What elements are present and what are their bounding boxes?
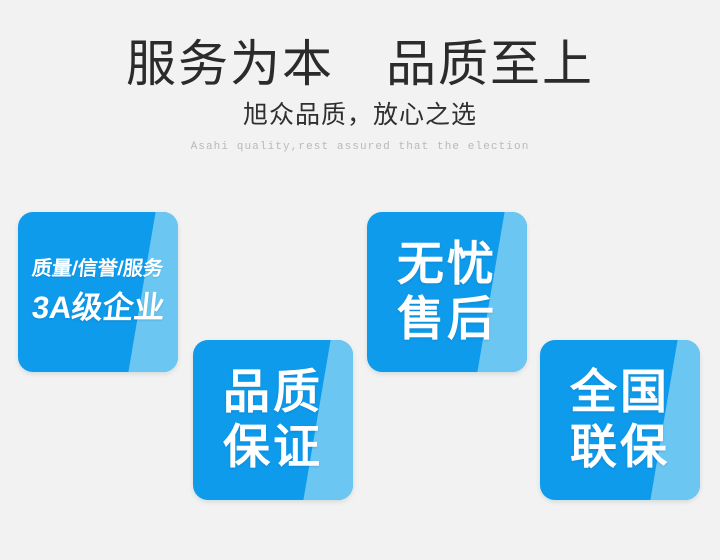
subtitle-english: Asahi quality,rest assured that the elec… (190, 141, 530, 153)
card-line-1: 全国 (570, 365, 670, 419)
feature-card-nationwide-warranty[interactable]: 全国 联保 (540, 340, 700, 500)
card-subtext: 质量/信誉/服务 (31, 257, 165, 280)
feature-card-3a-enterprise[interactable]: 质量/信誉/服务 3A级企业 (18, 212, 178, 372)
card-line-2: 联保 (570, 420, 670, 473)
card-headline: 3A级企业 (29, 289, 167, 325)
card-line-2: 售后 (397, 292, 497, 345)
card-content: 无忧 售后 (367, 212, 527, 372)
feature-card-quality-guarantee[interactable]: 品质 保证 (193, 340, 353, 500)
headline: 服务为本 品质至上 (126, 36, 594, 92)
card-content: 全国 联保 (540, 340, 700, 500)
card-line-2: 保证 (223, 420, 323, 473)
card-content: 质量/信誉/服务 3A级企业 (18, 212, 178, 372)
card-line-1: 品质 (223, 365, 323, 419)
card-content: 品质 保证 (193, 340, 353, 500)
subtitle-chinese: 旭众品质，放心之选 (242, 102, 477, 129)
card-line-1: 无忧 (397, 237, 497, 291)
feature-card-worry-free-aftersales[interactable]: 无忧 售后 (367, 212, 527, 372)
banner-header: 服务为本 品质至上 旭众品质，放心之选 Asahi quality,rest a… (0, 0, 720, 154)
